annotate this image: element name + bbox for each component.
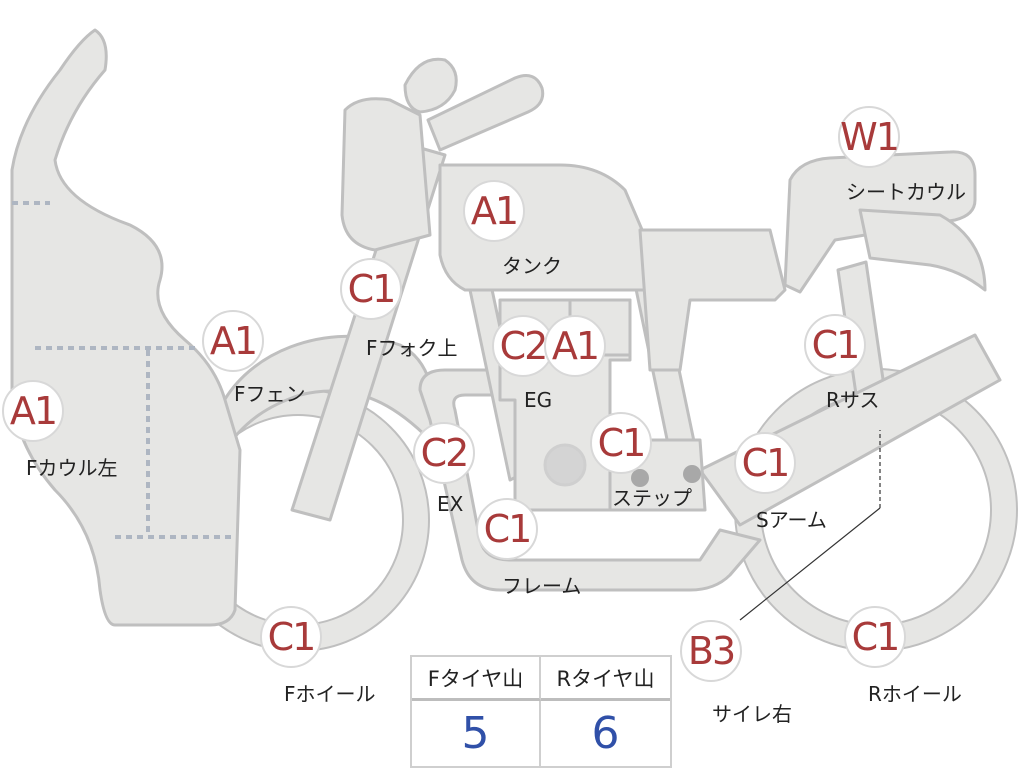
grade-badge-frame: C1 [476, 498, 538, 560]
front-cowl-shape [10, 28, 242, 627]
rear-tire-header: Rタイヤ山 [541, 657, 670, 701]
part-label-front-fender: Fフェン [234, 382, 306, 406]
part-label-tank: タンク [502, 254, 562, 278]
seat-shape [638, 228, 787, 372]
part-label-silencer-right: サイレ右 [712, 702, 792, 726]
rear-tire-value: 6 [591, 708, 620, 759]
grade-badge-silencer-right: B3 [680, 620, 742, 682]
front-tire-value: 5 [412, 701, 541, 766]
grade-badge-front-fender: A1 [202, 310, 264, 372]
tire-tread-table: Fタイヤ山 Rタイヤ山 5 6 [410, 655, 672, 768]
part-label-front-fork-upper: Fフォク上 [366, 336, 458, 360]
grade-badge-rear-suspension: C1 [804, 314, 866, 376]
grade-badge-seat-cowl: W1 [838, 106, 900, 168]
grade-badge-swing-arm: C1 [734, 432, 796, 494]
grade-badge-front-wheel: C1 [260, 606, 322, 668]
part-label-front-wheel: Fホイール [284, 682, 376, 706]
part-label-exhaust: EX [437, 492, 464, 516]
part-label-frame: フレーム [502, 574, 582, 598]
part-label-rear-wheel: Rホイール [868, 682, 962, 706]
part-label-front-cowl-left: Fカウル左 [26, 456, 118, 480]
grade-badge-engine: A1 [544, 315, 606, 377]
grade-badge-front-cowl-left: A1 [2, 380, 64, 442]
part-label-engine: EG [524, 388, 553, 412]
part-label-swing-arm: Sアーム [756, 508, 827, 532]
grade-badge-step: C1 [590, 412, 652, 474]
grade-badge-tank: A1 [463, 180, 525, 242]
grade-badge-rear-wheel: C1 [844, 606, 906, 668]
front-tire-header: Fタイヤ山 [412, 657, 541, 701]
headlight-shape [340, 97, 432, 252]
part-label-seat-cowl: シートカウル [846, 180, 966, 204]
part-label-rear-suspension: Rサス [826, 388, 880, 412]
part-label-step: ステップ [612, 486, 692, 510]
grade-badge-exhaust: C2 [413, 422, 475, 484]
grade-badge-engine-c2: C2 [492, 315, 554, 377]
grade-badge-front-fork-upper: C1 [340, 258, 402, 320]
handlebar-shape [426, 74, 545, 152]
